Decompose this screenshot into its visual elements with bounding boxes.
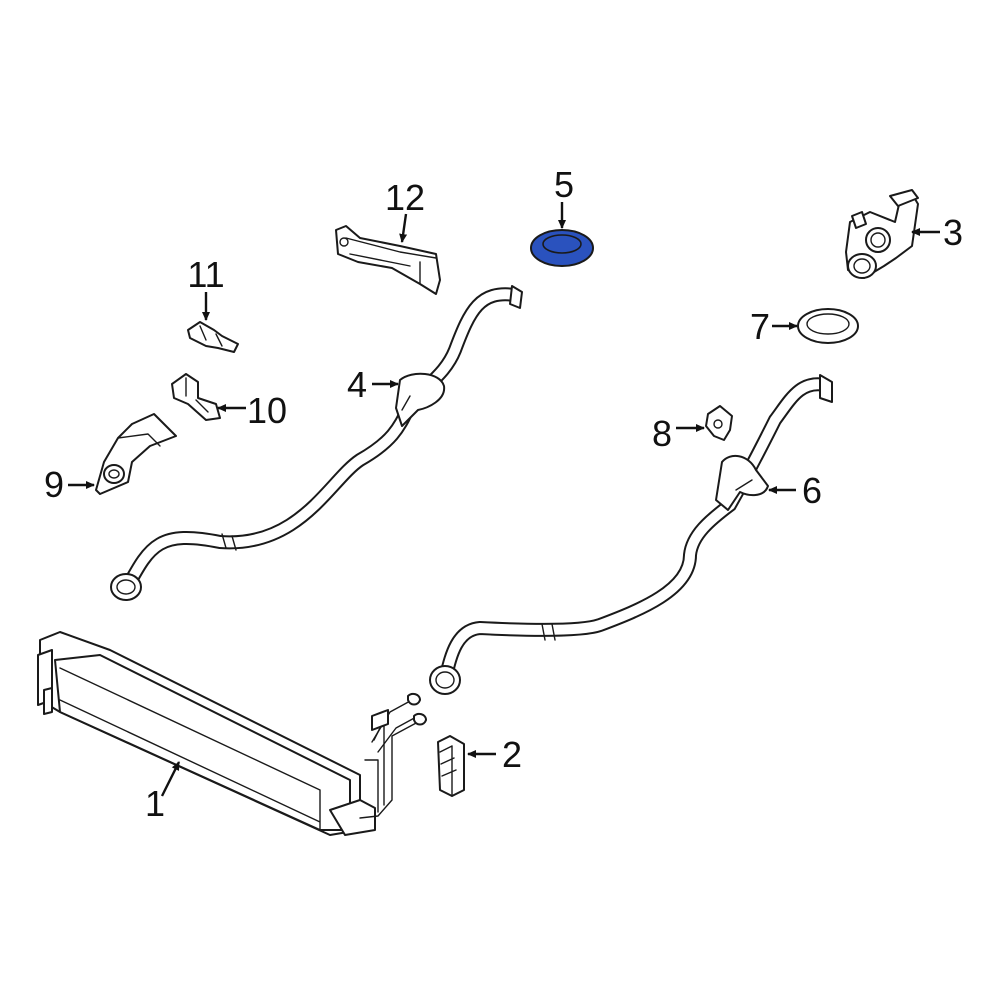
part-6-coolant-hose[interactable] bbox=[429, 374, 833, 695]
part-5-seal[interactable] bbox=[530, 229, 594, 267]
callout-8: 8 bbox=[652, 413, 672, 454]
callout-2: 2 bbox=[502, 734, 522, 775]
callout-9: 9 bbox=[44, 464, 64, 505]
callout-labels: 1 2 3 4 5 6 7 8 9 10 11 12 bbox=[44, 164, 963, 824]
callout-6: 6 bbox=[802, 470, 822, 511]
arrow-1 bbox=[160, 761, 181, 797]
part-9-bracket[interactable] bbox=[95, 413, 177, 495]
part-2-bracket[interactable] bbox=[437, 735, 465, 797]
part-3-thermostat-housing[interactable] bbox=[845, 189, 919, 279]
callout-1: 1 bbox=[145, 783, 165, 824]
part-10-bracket[interactable] bbox=[171, 373, 221, 421]
part-7-o-ring[interactable] bbox=[797, 308, 859, 344]
callout-11: 11 bbox=[187, 254, 224, 295]
part-12-bracket[interactable] bbox=[335, 225, 441, 295]
callout-3: 3 bbox=[943, 212, 963, 253]
arrow-12 bbox=[399, 213, 408, 243]
callout-4: 4 bbox=[347, 364, 367, 405]
part-1-oil-cooler[interactable] bbox=[37, 631, 427, 836]
leader-arrows bbox=[68, 202, 940, 797]
part-11-clip[interactable] bbox=[187, 321, 239, 353]
callout-12: 12 bbox=[385, 177, 425, 218]
callout-7: 7 bbox=[750, 306, 770, 347]
callout-10: 10 bbox=[247, 390, 287, 431]
part-8-clip[interactable] bbox=[705, 405, 733, 441]
callout-5: 5 bbox=[554, 164, 574, 205]
part-4-coolant-hose[interactable] bbox=[110, 285, 523, 601]
